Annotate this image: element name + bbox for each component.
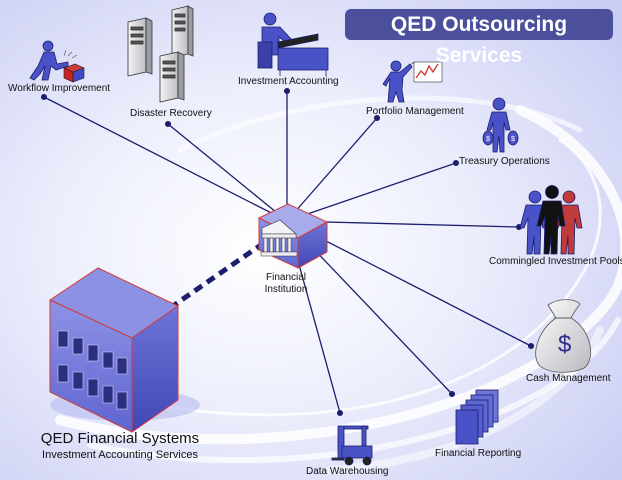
connector-workflow-improvement	[43, 96, 288, 222]
service-label-treasury-operations: Treasury Operations	[459, 156, 550, 167]
svg-text:$: $	[486, 136, 490, 143]
hub-label-line2: Institution	[264, 284, 308, 295]
service-label-financial-reporting: Financial Reporting	[435, 448, 522, 459]
hub-label-line1: Financial	[265, 272, 307, 283]
headquarters-name: QED Financial Systems	[40, 430, 200, 447]
service-label-data-warehousing: Data Warehousing	[306, 466, 389, 477]
document-stack-icon	[455, 389, 499, 445]
hub-label: Financial Institution	[258, 272, 314, 296]
headquarters-building-icon	[48, 267, 200, 433]
connector-cash-management	[286, 220, 532, 347]
connector-end-dot	[448, 390, 456, 398]
service-label-commingled-investment-pools: Commingled Investment Pools	[489, 256, 622, 267]
money-bag-icon: $	[535, 299, 592, 373]
connector-end-dot	[527, 342, 535, 350]
financial-institution-icon	[257, 203, 329, 269]
connector-end-dot	[336, 409, 344, 417]
server-towers-icon	[127, 5, 194, 103]
group-of-people-icon	[519, 185, 583, 255]
headquarters-subtitle: Investment Accounting Services	[42, 449, 198, 461]
connector-disaster-recovery	[167, 123, 288, 222]
service-label-investment-accounting: Investment Accounting	[238, 76, 339, 87]
person-money-bags-icon: $ $	[482, 97, 519, 153]
connector-end-dot	[452, 159, 460, 167]
worker-with-box-icon	[29, 40, 85, 83]
forklift-icon	[331, 425, 373, 466]
money-bag-dollar-sign: $	[558, 331, 571, 358]
diagram-title: QED Outsourcing Services	[345, 9, 613, 67]
hq-to-hub-dashed-link	[168, 237, 270, 311]
connector-portfolio-management	[286, 117, 378, 222]
presenter-chart-icon	[382, 60, 443, 103]
connector-end-dot	[283, 87, 291, 95]
person-at-desk-icon	[257, 12, 329, 76]
connector-treasury-operations	[286, 162, 457, 222]
connector-lines	[40, 87, 535, 417]
service-label-portfolio-management: Portfolio Management	[366, 106, 464, 117]
connector-end-dot	[164, 120, 172, 128]
service-label-workflow-improvement: Workflow Improvement	[8, 83, 111, 94]
connector-end-dot	[40, 93, 48, 101]
connector-end-dot	[373, 114, 381, 122]
service-label-cash-management: Cash Management	[526, 373, 611, 384]
svg-text:$: $	[511, 136, 515, 143]
service-label-disaster-recovery: Disaster Recovery	[130, 108, 212, 119]
